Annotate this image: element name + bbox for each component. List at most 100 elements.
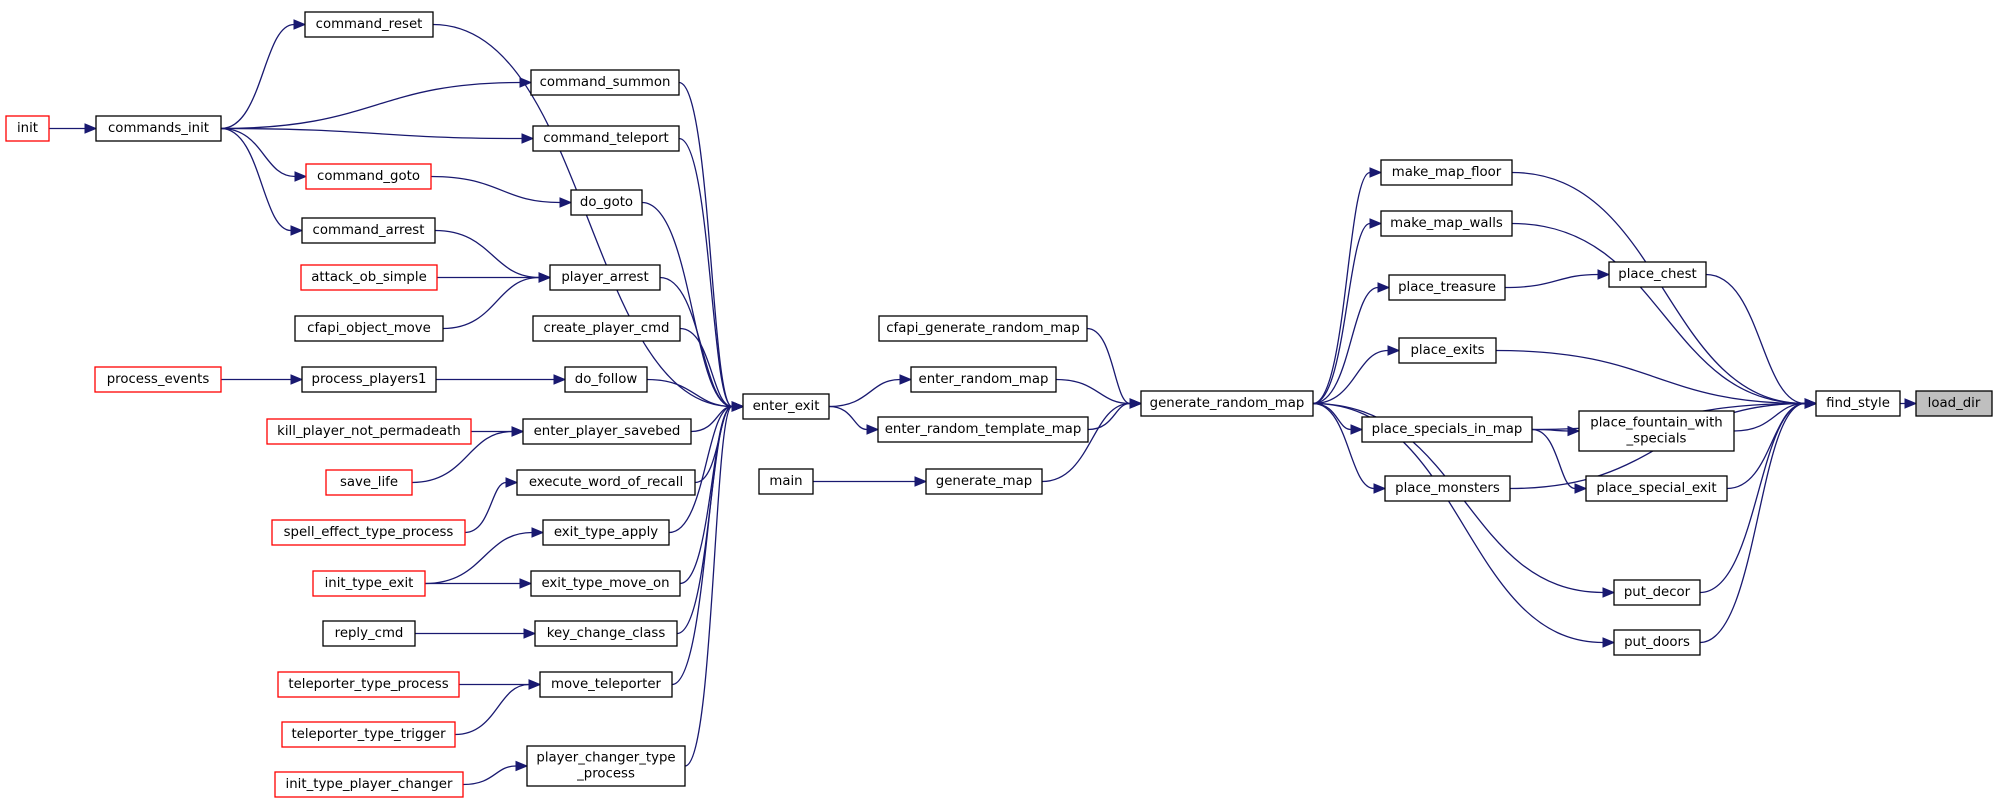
arrowhead-icon: [538, 272, 552, 283]
call-edge-process_players1-to-do_follow: [436, 374, 567, 385]
node-spell_effect_type_process[interactable]: spell_effect_type_process: [271, 519, 466, 546]
node-box: [1578, 410, 1735, 452]
node-label: place_specials_in_map: [1372, 422, 1523, 437]
node-enter_player_savebed[interactable]: enter_player_savebed: [522, 418, 692, 445]
node-generate_random_map[interactable]: generate_random_map: [1140, 390, 1314, 417]
node-put_decor[interactable]: put_decor: [1613, 579, 1701, 606]
node-enter_random_map[interactable]: enter_random_map: [910, 366, 1057, 393]
node-init[interactable]: init: [5, 115, 50, 142]
call-edge-commands_init-to-command_reset: [220, 19, 307, 130]
node-box: [301, 217, 436, 244]
node-exit_type_apply[interactable]: exit_type_apply: [542, 519, 670, 546]
node-box: [532, 315, 681, 342]
edge-line: [442, 276, 540, 330]
edge-line: [1511, 222, 1806, 405]
call-edge-cfapi_generate_random_map-to-generate_random_map: [1086, 327, 1143, 409]
node-box: [570, 189, 643, 216]
arrowhead-icon: [511, 426, 525, 437]
node-place_fountain_with_specials[interactable]: place_fountain_with_specials: [1578, 410, 1735, 452]
edge-line: [464, 481, 507, 534]
node-commands_init[interactable]: commands_init: [95, 115, 222, 142]
arrowhead-icon: [1804, 398, 1818, 409]
node-do_follow[interactable]: do_follow: [564, 366, 648, 393]
arrowhead-icon: [1597, 269, 1611, 280]
edge-line: [1087, 402, 1131, 431]
node-save_life[interactable]: save_life: [325, 469, 413, 496]
edge-line: [1086, 327, 1131, 405]
node-label: enter_random_template_map: [885, 422, 1082, 437]
call-edge-commands_init-to-command_teleport: [220, 127, 535, 144]
node-place_exits[interactable]: place_exits: [1398, 337, 1497, 364]
call-edge-player_changer_type_process-to-enter_exit: [684, 401, 745, 767]
node-load_dir[interactable]: load_dir: [1915, 390, 1993, 417]
call-edge-place_treasure-to-place_chest: [1504, 269, 1611, 289]
arrowhead-icon: [521, 133, 535, 144]
node-box: [1380, 159, 1513, 186]
node-label: do_follow: [575, 372, 638, 387]
node-player_arrest[interactable]: player_arrest: [549, 264, 661, 291]
node-command_reset[interactable]: command_reset: [304, 11, 434, 38]
node-place_treasure[interactable]: place_treasure: [1388, 274, 1506, 301]
node-generate_map[interactable]: generate_map: [925, 468, 1043, 495]
node-label: place_special_exit: [1596, 481, 1716, 496]
node-put_doors[interactable]: put_doors: [1613, 629, 1701, 656]
node-enter_exit[interactable]: enter_exit: [742, 393, 830, 420]
node-label: reply_cmd: [335, 626, 404, 641]
node-make_map_walls[interactable]: make_map_walls: [1380, 210, 1513, 237]
node-do_goto[interactable]: do_goto: [570, 189, 643, 216]
node-command_arrest[interactable]: command_arrest: [301, 217, 436, 244]
node-find_style[interactable]: find_style: [1815, 390, 1901, 417]
node-init_type_exit[interactable]: init_type_exit: [312, 570, 426, 597]
node-process_events[interactable]: process_events: [94, 366, 222, 393]
node-cfapi_generate_random_map[interactable]: cfapi_generate_random_map: [878, 315, 1088, 342]
node-make_map_floor[interactable]: make_map_floor: [1380, 159, 1513, 186]
node-place_specials_in_map[interactable]: place_specials_in_map: [1361, 416, 1533, 443]
node-reply_cmd[interactable]: reply_cmd: [322, 620, 416, 647]
arrowhead-icon: [531, 527, 545, 538]
node-process_players1[interactable]: process_players1: [301, 366, 437, 393]
arrowhead-icon: [1369, 167, 1383, 178]
node-execute_word_of_recall[interactable]: execute_word_of_recall: [516, 469, 696, 496]
node-place_monsters[interactable]: place_monsters: [1384, 475, 1511, 502]
node-command_teleport[interactable]: command_teleport: [532, 125, 680, 152]
node-label: do_goto: [580, 195, 633, 210]
edge-line: [1504, 273, 1599, 289]
node-attack_ob_simple[interactable]: attack_ob_simple: [300, 264, 438, 291]
node-label: load_dir: [1928, 396, 1981, 411]
node-player_changer_type_process[interactable]: player_changer_type_process: [526, 745, 686, 787]
node-cfapi_object_move[interactable]: cfapi_object_move: [294, 315, 444, 342]
call-edge-put_doors-to-find_style: [1699, 398, 1818, 644]
node-teleporter_type_process[interactable]: teleporter_type_process: [277, 671, 460, 698]
node-label: exit_type_apply: [554, 525, 658, 540]
node-place_special_exit[interactable]: place_special_exit: [1585, 475, 1728, 502]
arrowhead-icon: [866, 424, 880, 435]
node-box: [1140, 390, 1314, 417]
node-init_type_player_changer[interactable]: init_type_player_changer: [274, 771, 464, 798]
node-exit_type_move_on[interactable]: exit_type_move_on: [530, 570, 681, 597]
node-teleporter_type_trigger[interactable]: teleporter_type_trigger: [281, 721, 456, 748]
node-box: [925, 468, 1043, 495]
node-place_chest[interactable]: place_chest: [1608, 261, 1707, 288]
call-edge-place_special_exit-to-find_style: [1726, 398, 1818, 490]
node-main[interactable]: main: [758, 468, 814, 495]
node-label: enter_random_map: [919, 372, 1049, 387]
node-box: [1361, 416, 1533, 443]
call-edge-commands_init-to-command_summon: [220, 77, 533, 130]
arrowhead-icon: [1567, 425, 1581, 437]
node-label: command_summon: [540, 75, 671, 90]
edge-line: [462, 765, 517, 786]
node-create_player_cmd[interactable]: create_player_cmd: [532, 315, 681, 342]
call-edges: [48, 19, 1918, 786]
node-command_summon[interactable]: command_summon: [530, 69, 680, 96]
node-command_goto[interactable]: command_goto: [305, 163, 432, 190]
node-enter_random_template_map[interactable]: enter_random_template_map: [877, 416, 1089, 443]
node-kill_player_not_permadeath[interactable]: kill_player_not_permadeath: [266, 418, 472, 445]
node-move_teleporter[interactable]: move_teleporter: [539, 671, 673, 698]
node-label: _process: [576, 767, 635, 782]
arrowhead-icon: [294, 171, 308, 182]
edge-line: [690, 405, 733, 433]
arrowhead-icon: [505, 477, 519, 488]
node-label: spell_effect_type_process: [284, 525, 454, 540]
node-box: [877, 416, 1089, 443]
node-key_change_class[interactable]: key_change_class: [534, 620, 678, 647]
